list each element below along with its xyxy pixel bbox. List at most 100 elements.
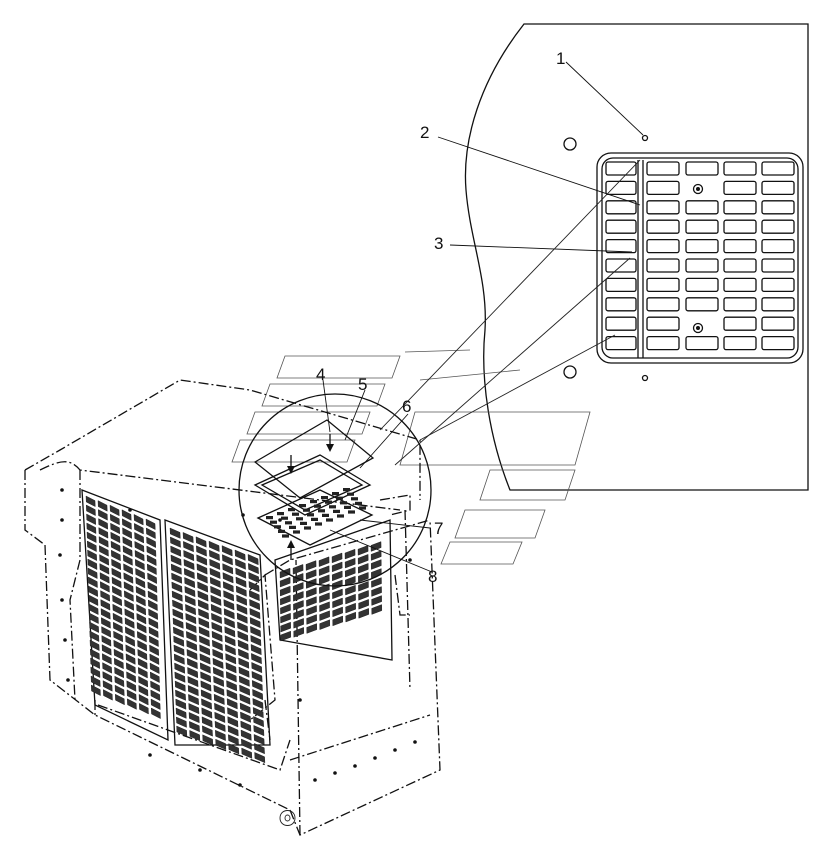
mesh-cell [332, 606, 343, 618]
mesh-cell [210, 585, 222, 597]
mesh-cell [148, 599, 158, 611]
mesh-cell [293, 600, 304, 611]
mesh-cell [240, 729, 252, 741]
mesh-cell [90, 675, 101, 687]
mesh-cell [137, 640, 147, 652]
mesh-cell [249, 599, 261, 611]
callout-labels: 1 2 3 4 5 6 7 8 [316, 49, 565, 586]
mesh-cell [199, 635, 210, 647]
rivet [198, 768, 202, 772]
rivet [278, 518, 282, 522]
mesh-cell [224, 635, 236, 647]
callout-7: 7 [434, 519, 443, 538]
mesh-cell [112, 594, 122, 607]
mesh-cell [183, 541, 194, 553]
mesh-cell [252, 707, 264, 719]
mesh-cell [114, 684, 125, 697]
small-grille-cell [325, 500, 332, 504]
mesh-cell [199, 662, 211, 674]
small-grille-cell [347, 492, 354, 496]
mesh-cell [293, 591, 304, 602]
mesh-cell [109, 504, 120, 517]
mesh-cell [212, 666, 224, 678]
mesh-cell [90, 648, 100, 660]
mesh-cell [125, 653, 136, 665]
mesh-cell [125, 635, 135, 647]
mesh-cell [332, 588, 343, 600]
mesh-cell [137, 631, 147, 643]
mesh-cell [236, 603, 248, 615]
mesh-cell [147, 581, 158, 593]
mesh-cell [202, 734, 214, 746]
grille-slot [723, 200, 757, 215]
mesh-cell [345, 575, 356, 587]
mesh-cell [146, 536, 156, 548]
mesh-cell [234, 549, 246, 561]
mesh-cell [148, 626, 159, 638]
mesh-cell [184, 577, 196, 589]
fastener-bottom [692, 322, 704, 334]
mesh-cell [170, 545, 182, 557]
grille-slot [605, 161, 637, 176]
grille-slot [761, 258, 795, 273]
mesh-cell [112, 585, 122, 598]
mesh-cell [134, 532, 144, 544]
mesh-cell [127, 698, 137, 710]
mesh-cell [121, 509, 132, 521]
mesh-cell [332, 597, 343, 609]
mesh-cell [185, 622, 197, 634]
mesh-cell [212, 657, 224, 669]
rivet [60, 598, 64, 602]
mesh-cell [235, 585, 247, 597]
mesh-cell [292, 564, 304, 575]
small-grille-cell [292, 512, 299, 516]
rivet [313, 778, 317, 782]
mesh-cell [251, 671, 263, 683]
mesh-cell [345, 611, 357, 623]
mesh-cell [195, 536, 207, 548]
mesh-cell [136, 622, 147, 634]
mesh-cell [112, 612, 123, 625]
mesh-cell [188, 712, 200, 724]
mesh-cell [183, 568, 195, 580]
mesh-cell [151, 707, 161, 719]
mesh-cell [148, 608, 158, 620]
mesh-cell [110, 513, 120, 526]
mesh-cell [238, 666, 250, 678]
mesh-cell [89, 612, 99, 624]
mesh-cell [280, 630, 292, 642]
grille-slot [646, 161, 680, 176]
mesh-cell [254, 743, 265, 755]
mesh-cell [222, 581, 234, 593]
mesh-cell [213, 684, 225, 696]
mesh-cell [198, 617, 210, 629]
mesh-cell [150, 689, 161, 701]
mesh-cell [172, 617, 184, 629]
small-grille-cell [332, 492, 339, 496]
small-grille-cell [288, 508, 295, 512]
mesh-cell [173, 653, 185, 665]
mesh-cell [137, 649, 148, 661]
mesh-cell [122, 536, 133, 548]
mesh-cell [331, 561, 343, 573]
mesh-cell [237, 621, 248, 633]
cab-center-grille [164, 519, 271, 764]
mesh-cell [174, 671, 186, 683]
mesh-cell [146, 554, 157, 566]
mesh-cell [148, 617, 159, 629]
grille-slot [685, 335, 719, 351]
mesh-cell [187, 667, 199, 679]
mesh-cell [332, 615, 344, 627]
mesh-cell [318, 565, 330, 576]
mesh-cell [197, 599, 209, 611]
mesh-cell [171, 572, 183, 584]
mesh-cell [98, 527, 109, 539]
mesh-cell [98, 536, 109, 548]
grille-slot [761, 277, 795, 293]
mesh-cell [254, 752, 266, 764]
mesh-cell [305, 560, 317, 571]
mesh-cell [113, 630, 123, 643]
mesh-cell [197, 581, 209, 593]
mesh-cell [138, 694, 149, 706]
grille-slot [685, 238, 719, 254]
